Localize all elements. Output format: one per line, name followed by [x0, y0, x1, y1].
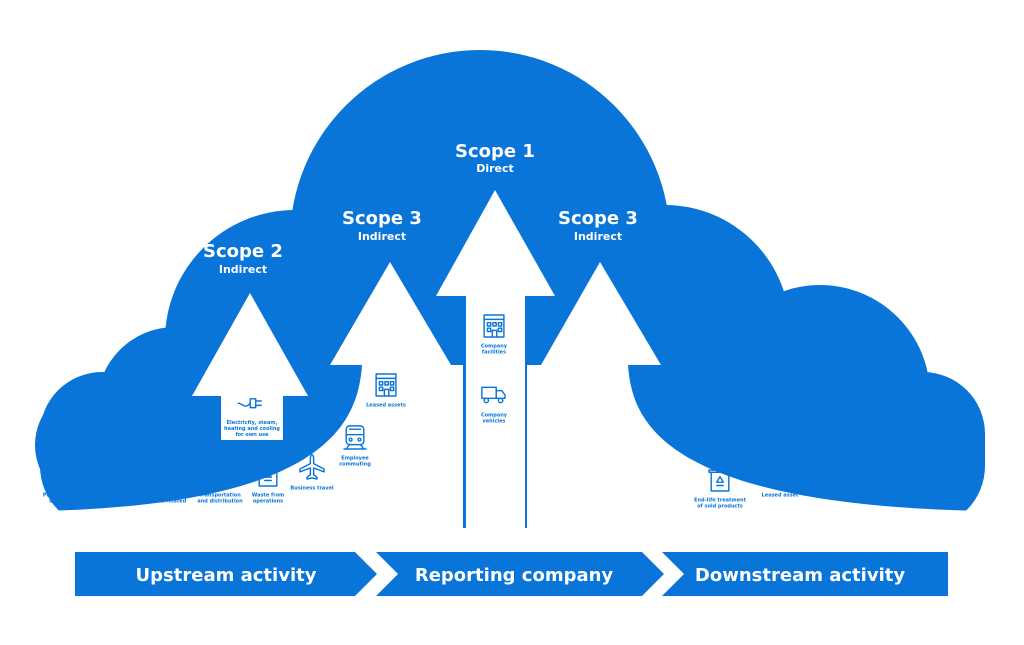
- scope3-downstream-subtitle: Indirect: [574, 230, 622, 243]
- source-item-label: Transportation: [586, 402, 628, 408]
- source-item-label: Leased asset: [762, 492, 799, 498]
- upstream-flow-arrow: [40, 262, 463, 528]
- source-item-label: of sold products: [697, 503, 743, 509]
- scope2-arrow: [192, 293, 308, 440]
- source-item-label: and related: [154, 498, 187, 504]
- source-item: Business travel: [290, 454, 334, 491]
- downstream-flow-arrow: [527, 262, 985, 528]
- source-item-label: heating and cooling: [224, 426, 280, 432]
- source-item-label: Processing of: [608, 454, 647, 460]
- scope3-downstream-title: Scope 3: [558, 208, 638, 229]
- source-item-label: facilities: [482, 349, 506, 355]
- source-item: Investments: [895, 464, 930, 501]
- source-item-label: Capital goods: [101, 495, 140, 501]
- scope1-arrow: [436, 190, 555, 532]
- source-item-label: Electricity, steam,: [227, 420, 278, 426]
- source-item-label: Employee: [341, 455, 369, 461]
- source-item-label: Use of sold: [651, 482, 683, 488]
- source-item: Leased assets: [366, 373, 406, 408]
- source-item-label: Transportation: [199, 492, 241, 498]
- source-item-label: Business travel: [290, 485, 334, 491]
- source-item: Leased asset: [762, 463, 799, 498]
- scope2-title: Scope 2: [203, 241, 283, 262]
- scope1-title: Scope 1: [455, 141, 535, 162]
- source-item-label: Company: [481, 412, 508, 418]
- source-item-label: and distribution: [197, 498, 243, 504]
- scope1-subtitle: Direct: [476, 162, 514, 175]
- source-item-label: commuting: [339, 461, 371, 467]
- scope3-upstream-title: Scope 3: [342, 208, 422, 229]
- band-label-downstream: Downstream activity: [695, 565, 905, 586]
- source-item: Franchises: [831, 465, 861, 501]
- scope2-subtitle: Indirect: [219, 263, 267, 276]
- band-segment-upstream: [75, 552, 377, 596]
- source-item: Electricity, steam,heating and coolingfo…: [224, 398, 280, 438]
- source-item-label: operations: [253, 498, 283, 504]
- source-item-label: Investments: [895, 495, 930, 501]
- source-item-label: Waste from: [252, 492, 285, 498]
- source-item: Capital goods: [101, 469, 140, 501]
- source-item-label: End-life treatment: [694, 497, 747, 503]
- source-item-label: Franchises: [831, 495, 861, 501]
- scope3-upstream-subtitle: Indirect: [358, 230, 406, 243]
- source-item-label: for own use: [235, 432, 269, 438]
- band-segment-downstream: [662, 552, 948, 596]
- source-item-label: sold products: [608, 460, 646, 466]
- source-item-label: and distribution: [584, 408, 630, 414]
- source-item-label: vehicles: [483, 418, 506, 424]
- source-item-label: Fuel energy: [153, 492, 187, 498]
- source-item-label: Company: [481, 343, 508, 349]
- source-item-label: products: [655, 488, 680, 494]
- source-item-label: and services: [49, 498, 84, 504]
- source-item-label: Leased assets: [366, 402, 406, 408]
- source-item-label: Purchased goods: [43, 492, 91, 498]
- band-label-reporting: Reporting company: [415, 565, 614, 586]
- band-label-upstream: Upstream activity: [136, 565, 317, 586]
- band-segment-reporting: [376, 552, 664, 596]
